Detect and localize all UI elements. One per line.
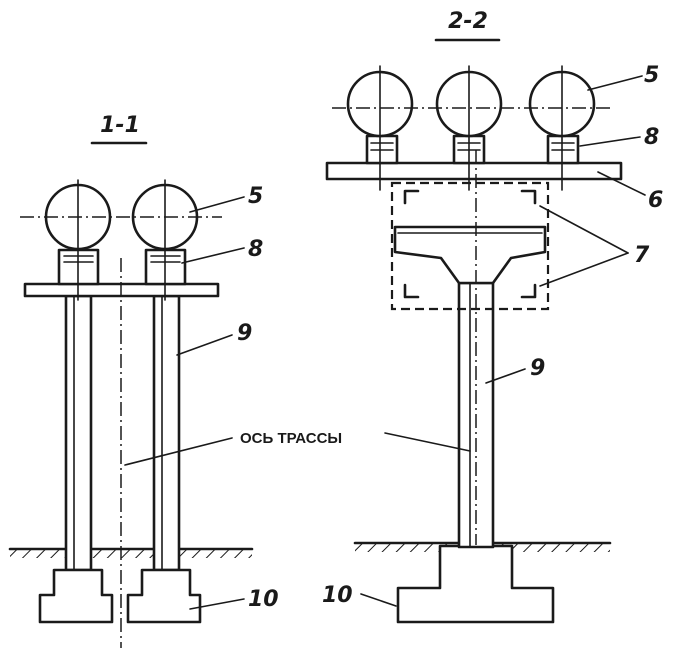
callout-embedded-parts: 7: [634, 243, 650, 268]
column-left-b: [152, 294, 181, 572]
foundation-right: [396, 544, 555, 624]
callout-foundation-right: 10: [322, 583, 353, 608]
callout-pipe-left: 5: [248, 184, 263, 209]
callout-support-right: 8: [644, 125, 659, 150]
embedded-parts-outline: [390, 181, 550, 311]
pipe-support-right-a: [365, 134, 399, 165]
callout-crossbeam-right: 6: [648, 188, 663, 213]
foundation-left-a: [38, 568, 114, 624]
section-title-1-1: 1-1: [100, 113, 140, 138]
callout-foundation-left: 10: [248, 587, 279, 612]
section-title-2-2: 2-2: [448, 9, 488, 34]
pipe-support-right-c: [546, 134, 580, 165]
callout-support-left: 8: [248, 237, 263, 262]
ground-left: [8, 547, 254, 558]
foundation-left-b: [126, 568, 202, 624]
route-axis-label: ОСЬ ТРАССЫ: [240, 430, 342, 447]
column-left-a: [64, 294, 93, 572]
section-2-2: ОСЬ ТРАССЫ 2-2 5 8 6 7 9 10: [124, 9, 663, 624]
column-head-right: [393, 225, 547, 285]
callout-column-right: 9: [530, 356, 545, 381]
callout-column-left: 9: [237, 321, 252, 346]
crossbeam-right: [325, 161, 623, 181]
section-1-1: 1-1 5 8 9 10: [8, 113, 279, 648]
callout-pipe-right: 5: [644, 63, 659, 88]
